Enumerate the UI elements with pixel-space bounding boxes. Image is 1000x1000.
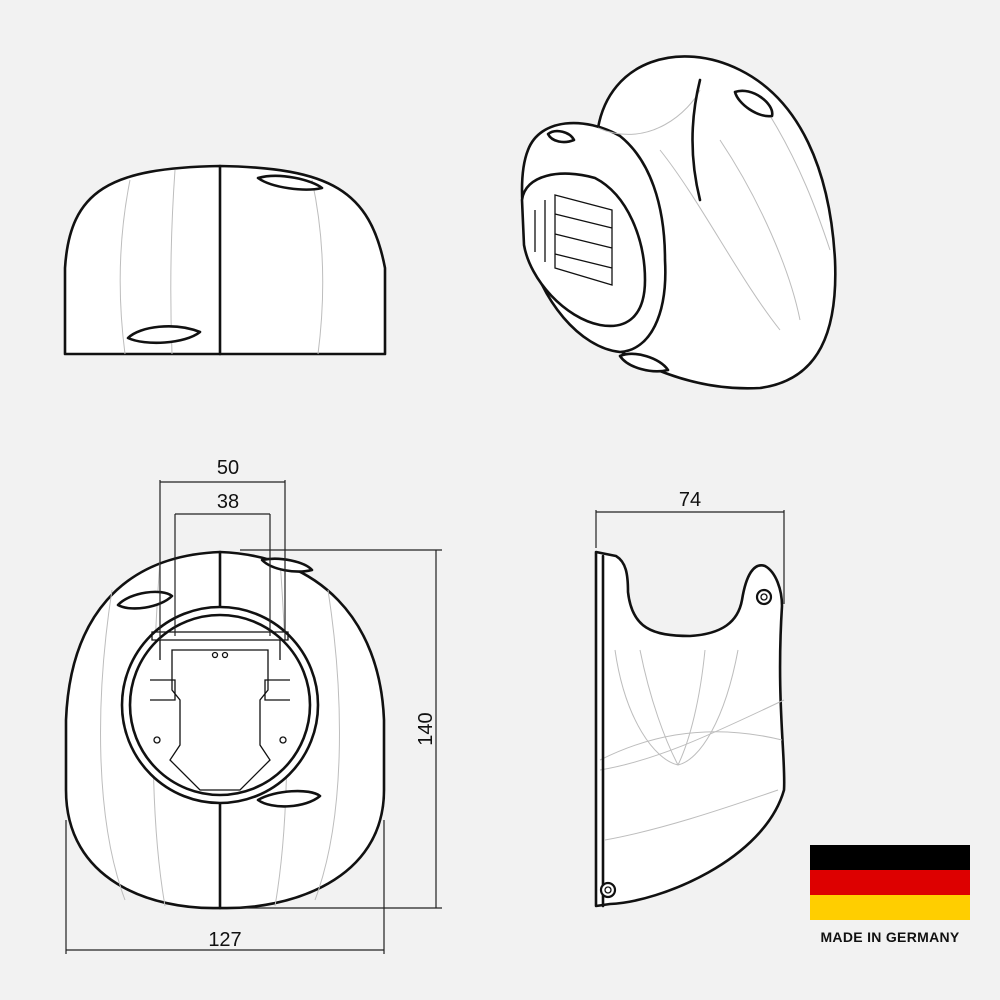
dim-inner-opening: 38 — [217, 491, 239, 513]
german-flag — [810, 845, 970, 920]
front-dimensions — [65, 480, 442, 954]
front-view — [64, 550, 386, 910]
top-view — [63, 164, 387, 356]
flag-stripe-red — [810, 870, 970, 895]
side-view — [594, 550, 786, 908]
isometric-view — [520, 55, 837, 390]
made-in-germany-label: MADE IN GERMANY — [820, 929, 960, 945]
flag-stripe-gold — [810, 895, 970, 920]
flag-stripe-black — [810, 845, 970, 870]
dim-outer-opening: 50 — [217, 457, 239, 479]
dim-width: 127 — [208, 929, 241, 951]
dim-depth: 74 — [679, 489, 701, 511]
side-dimensions — [595, 510, 785, 604]
dim-height: 140 — [415, 712, 437, 745]
